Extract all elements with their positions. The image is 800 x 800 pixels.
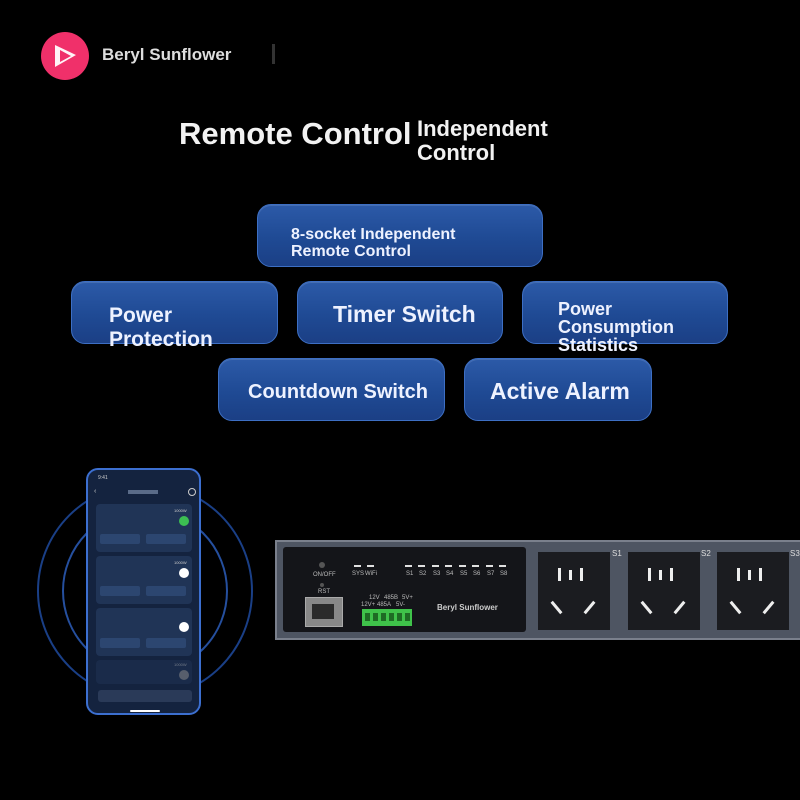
power-reading: 1000W xyxy=(174,662,187,667)
outlet-card[interactable]: 1000W xyxy=(96,504,192,552)
terminal-label: 5V+ xyxy=(402,595,413,601)
settings-icon[interactable] xyxy=(188,488,196,496)
power-socket-icon xyxy=(628,552,700,630)
feature-label: Timer Switch xyxy=(333,301,476,327)
led-label: S3 xyxy=(433,571,441,577)
socket-led xyxy=(459,565,466,567)
heading-remote-control: Remote Control xyxy=(179,116,412,151)
terminal-label: 12V xyxy=(369,595,380,601)
terminal-label: 12V+ xyxy=(361,602,376,608)
outlet-toggle[interactable] xyxy=(179,516,189,526)
led-label: S4 xyxy=(446,571,454,577)
led-label: S2 xyxy=(419,571,427,577)
outlet-toggle[interactable] xyxy=(179,670,189,680)
outlet-card[interactable]: 1000W xyxy=(96,660,192,684)
wifi-label: WiFi xyxy=(365,571,377,577)
home-indicator xyxy=(130,710,160,712)
outlet-card[interactable] xyxy=(96,608,192,656)
onoff-label: ON/OFF xyxy=(313,572,336,578)
wifi-led xyxy=(367,565,374,567)
terminal-label: 485B xyxy=(384,595,399,601)
led-label: S5 xyxy=(460,571,468,577)
card-button[interactable] xyxy=(100,586,140,596)
led-label: S8 xyxy=(500,571,508,577)
power-reading: 1000W xyxy=(174,560,187,565)
outlet-toggle[interactable] xyxy=(179,568,189,578)
power-reading: 1000W xyxy=(174,508,187,513)
feature-pill-8-socket: 8-socket Independent Remote Control xyxy=(257,204,543,267)
terminal-label: 5V- xyxy=(396,602,406,608)
feature-pill-countdown-switch: Countdown Switch xyxy=(218,358,445,421)
brand-name: Beryl Sunflower xyxy=(102,45,232,64)
feature-label: Power Protection xyxy=(109,304,213,351)
device-brand: Beryl Sunflower xyxy=(437,603,498,612)
card-button[interactable] xyxy=(146,638,186,648)
card-button[interactable] xyxy=(100,534,140,544)
sys-led xyxy=(354,565,361,567)
led-label: S1 xyxy=(406,571,414,577)
reset-button[interactable] xyxy=(320,583,324,587)
logo-mark-icon xyxy=(41,32,89,80)
phone-mockup: 9:41 ‹ 1000W 1000W 1000W xyxy=(86,468,201,715)
phone-clock: 9:41 xyxy=(98,475,108,481)
terminal-label: 485A xyxy=(377,602,392,608)
card-button[interactable] xyxy=(146,586,186,596)
power-button[interactable] xyxy=(319,562,325,568)
socket-led xyxy=(486,565,493,567)
socket-led xyxy=(418,565,425,567)
bottom-action-button[interactable] xyxy=(98,690,192,702)
feature-label: Power Consumption Statistics xyxy=(558,299,674,355)
feature-pill-power-consumption: Power Consumption Statistics xyxy=(522,281,728,354)
socket-label: S3 xyxy=(790,549,800,558)
back-icon[interactable]: ‹ xyxy=(94,488,97,495)
socket-label: S1 xyxy=(612,549,622,558)
feature-label: 8-socket Independent Remote Control xyxy=(291,226,456,260)
terminal-block xyxy=(362,609,412,626)
card-button[interactable] xyxy=(100,638,140,648)
phone-title xyxy=(128,490,158,494)
socket-led xyxy=(499,565,506,567)
socket-led xyxy=(472,565,479,567)
socket-label: S2 xyxy=(701,549,711,558)
heading-independent-control: Independent Control xyxy=(417,116,548,165)
card-button[interactable] xyxy=(146,534,186,544)
header-divider xyxy=(272,44,275,64)
rst-label: RST xyxy=(318,589,330,595)
ethernet-port-icon xyxy=(305,597,343,627)
sys-label: SYS xyxy=(352,571,365,577)
socket-led xyxy=(445,565,452,567)
feature-label: Countdown Switch xyxy=(248,381,428,403)
socket-led xyxy=(405,565,412,567)
feature-pill-timer-switch: Timer Switch xyxy=(297,281,503,344)
feature-pill-power-protection: Power Protection xyxy=(71,281,278,351)
power-socket-icon xyxy=(717,552,789,630)
feature-pill-active-alarm: Active Alarm xyxy=(464,358,652,421)
led-label: S6 xyxy=(473,571,481,577)
outlet-card[interactable]: 1000W xyxy=(96,556,192,604)
socket-led xyxy=(432,565,439,567)
power-socket-icon xyxy=(538,552,610,630)
led-label: S7 xyxy=(487,571,495,577)
outlet-toggle[interactable] xyxy=(179,622,189,632)
feature-label: Active Alarm xyxy=(490,378,630,404)
